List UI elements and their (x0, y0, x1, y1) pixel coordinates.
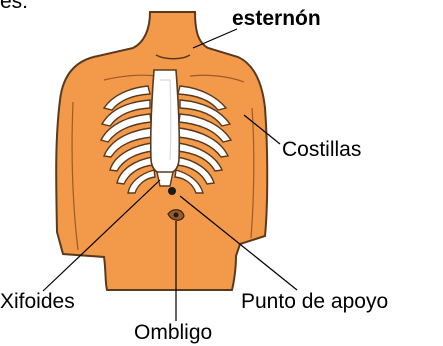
label-ombligo: Ombligo (134, 322, 212, 343)
label-esternon: esternón (232, 8, 321, 29)
navel-center (174, 213, 179, 218)
label-xifoides: Xifoides (0, 291, 75, 312)
xiphoid-process (157, 172, 173, 186)
pressure-point-dot (168, 187, 176, 195)
label-costillas: Costillas (282, 139, 361, 160)
sternum-bone (151, 70, 180, 174)
label-punto-de-apoyo: Punto de apoyo (241, 291, 388, 312)
